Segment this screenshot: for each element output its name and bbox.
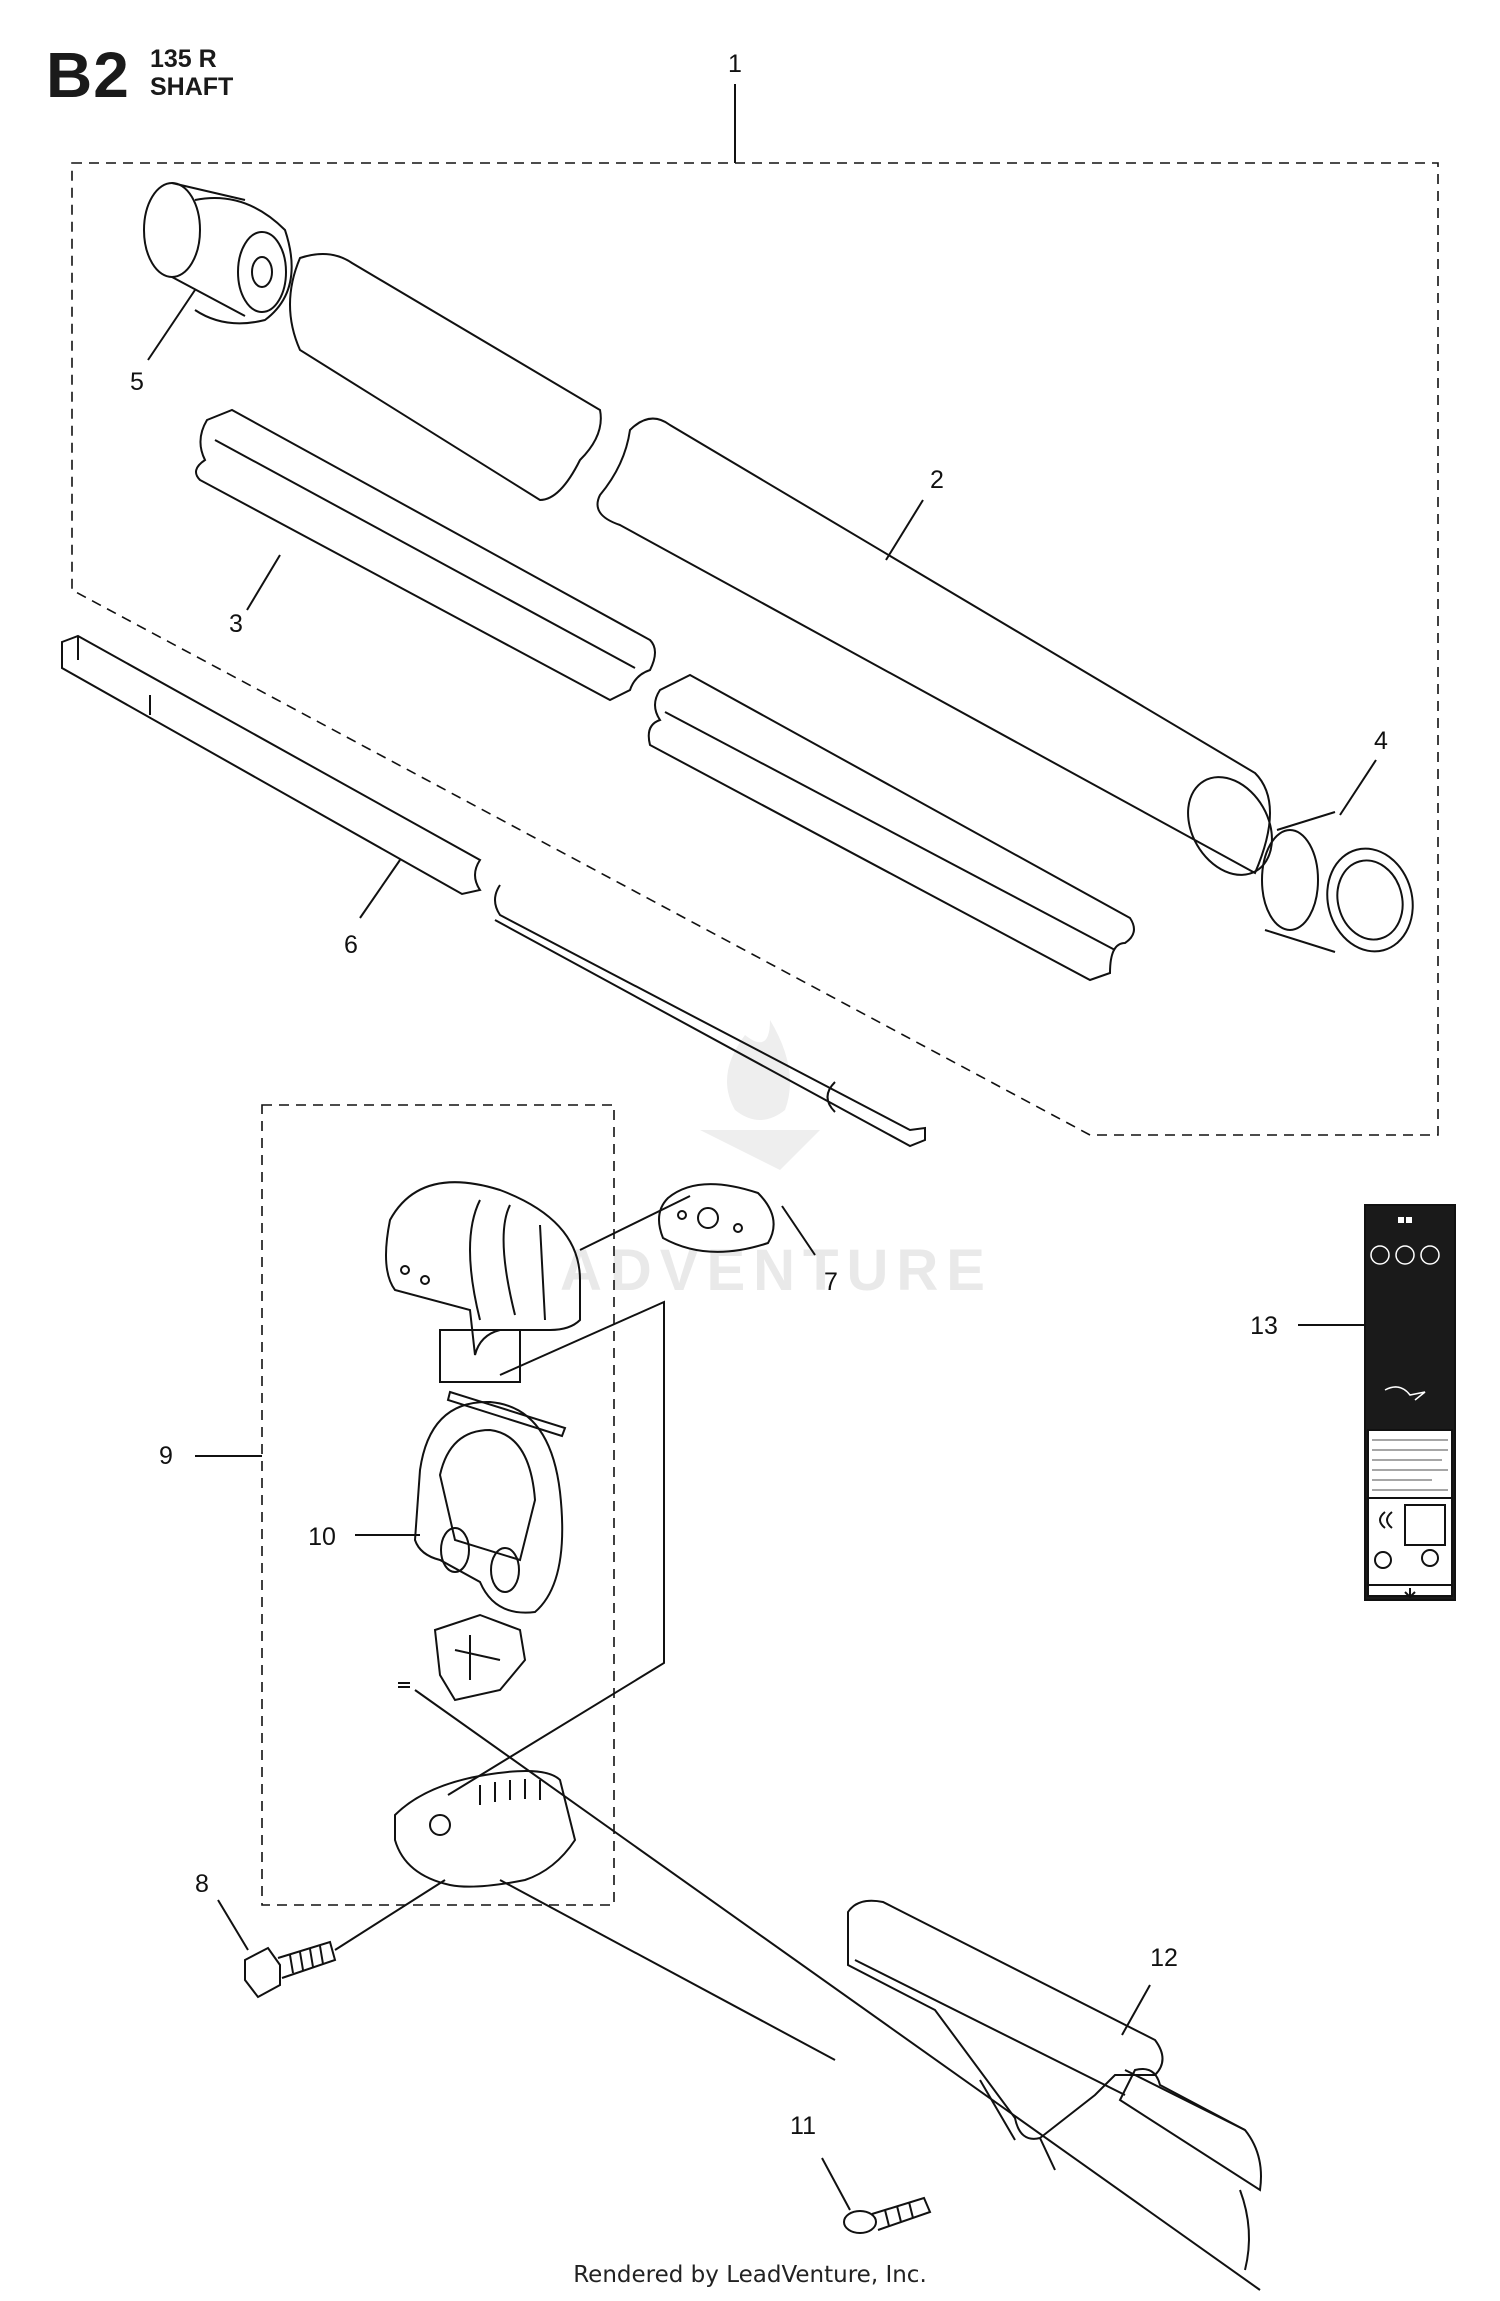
part-8-bolt — [244, 1940, 337, 1999]
leader-6 — [359, 859, 401, 919]
clamp-lower-half — [394, 1770, 577, 1888]
callout-3: 3 — [229, 610, 243, 638]
part-10-handle-loop — [413, 1400, 564, 1614]
assembly-line-clamp — [447, 1300, 665, 1796]
clamp-upper-half — [385, 1181, 581, 1383]
leader-12 — [1121, 1984, 1151, 2036]
leader-5 — [147, 289, 196, 361]
callout-13: 13 — [1250, 1312, 1278, 1340]
part-5-end-cap — [143, 182, 293, 325]
part-13-warning-label — [1364, 1204, 1456, 1601]
axis-line-main — [414, 1689, 1261, 2291]
leader-11 — [821, 2157, 851, 2211]
assembly-1-boundary — [71, 162, 1439, 1136]
leader-4 — [1339, 759, 1377, 816]
leader-8 — [217, 1899, 249, 1951]
callout-2: 2 — [930, 466, 944, 494]
callout-8: 8 — [195, 1870, 209, 1898]
watermark-text: ADVENTURE — [560, 1238, 993, 1303]
part-6-drive-shaft — [61, 634, 926, 1148]
callout-11: 11 — [790, 2112, 816, 2140]
axis-line-lower — [499, 1879, 836, 2061]
callout-12: 12 — [1150, 1944, 1178, 1972]
part-7-nut — [658, 1183, 775, 1253]
leader-2 — [885, 499, 924, 561]
part-4-end-cap — [1261, 811, 1414, 953]
part-12-guard-bracket — [847, 1899, 1262, 2271]
leader-3 — [246, 554, 281, 611]
callout-10: 10 — [308, 1523, 336, 1551]
leader-7 — [781, 1205, 816, 1256]
assembly-line-8 — [334, 1879, 446, 1951]
diagram-code: B2 — [46, 39, 130, 111]
part-2-shaft-tube — [289, 253, 1273, 876]
assembly-line-7 — [579, 1195, 691, 1251]
part-11-screw — [843, 2196, 932, 2234]
footer-credit: Rendered by LeadVenture, Inc. — [573, 2262, 927, 2288]
part-3-guide-rail — [195, 408, 1135, 982]
clamp-insert — [433, 1613, 527, 1702]
assembly-9-boundary — [261, 1104, 615, 1906]
watermark-logo — [700, 1020, 820, 1170]
callout-7: 7 — [824, 1268, 838, 1296]
callout-5: 5 — [130, 368, 144, 396]
callout-6: 6 — [344, 931, 358, 959]
callout-4: 4 — [1374, 727, 1388, 755]
callout-1: 1 — [728, 50, 742, 78]
callout-9: 9 — [159, 1442, 173, 1470]
section-title: SHAFT — [150, 73, 234, 101]
pin — [446, 1390, 567, 1438]
model-name: 135 R — [150, 45, 217, 73]
